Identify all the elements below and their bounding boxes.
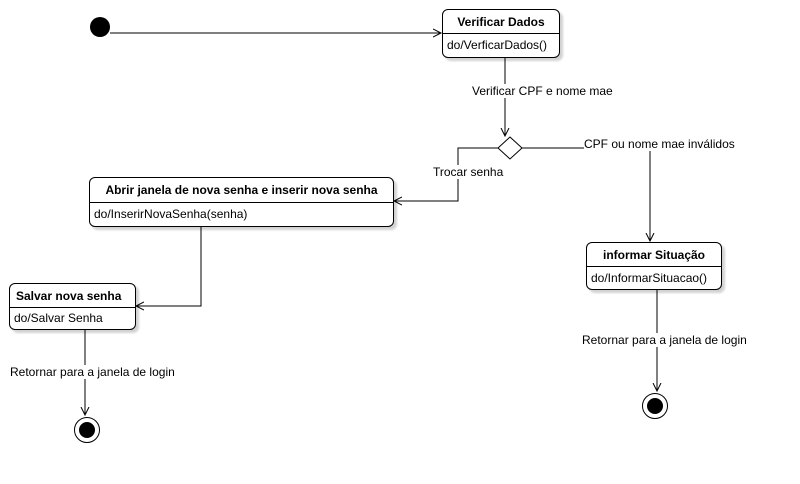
state-action: do/InserirNovaSenha(senha) [94, 207, 248, 221]
label-verificar-cpf: Verificar CPF e nome mae [472, 84, 613, 98]
state-salvar-nova-senha[interactable]: Salvar nova senha do/Salvar Senha [9, 283, 136, 330]
state-action: do/Salvar Senha [14, 311, 103, 325]
state-action: do/InformarSituacao() [591, 271, 708, 285]
edge-abrir-to-salvar [136, 227, 202, 306]
label-retornar-left: Retornar para a janela de login [10, 365, 175, 379]
state-verificar-dados[interactable]: Verificar Dados do/VerficarDados() [442, 9, 560, 58]
state-informar-situacao[interactable]: informar Situação do/InformarSituacao() [586, 242, 722, 290]
state-action: do/VerficarDados() [447, 38, 548, 52]
label-retornar-right: Retornar para a janela de login [582, 333, 747, 347]
state-title: Verificar Dados [443, 10, 559, 34]
decision-node [497, 136, 523, 160]
edge-decision-to-informar [522, 147, 650, 241]
state-abrir-janela[interactable]: Abrir janela de nova senha e inserir nov… [89, 177, 394, 227]
state-title: Abrir janela de nova senha e inserir nov… [90, 178, 393, 203]
initial-node [90, 17, 110, 37]
final-node-right [642, 393, 668, 419]
final-node-left [74, 417, 100, 443]
label-cpf-invalidos: CPF ou nome mae inválidos [584, 137, 735, 151]
state-title: Salvar nova senha [10, 284, 135, 308]
state-title: informar Situação [587, 243, 721, 267]
label-trocar-senha: Trocar senha [433, 165, 504, 179]
